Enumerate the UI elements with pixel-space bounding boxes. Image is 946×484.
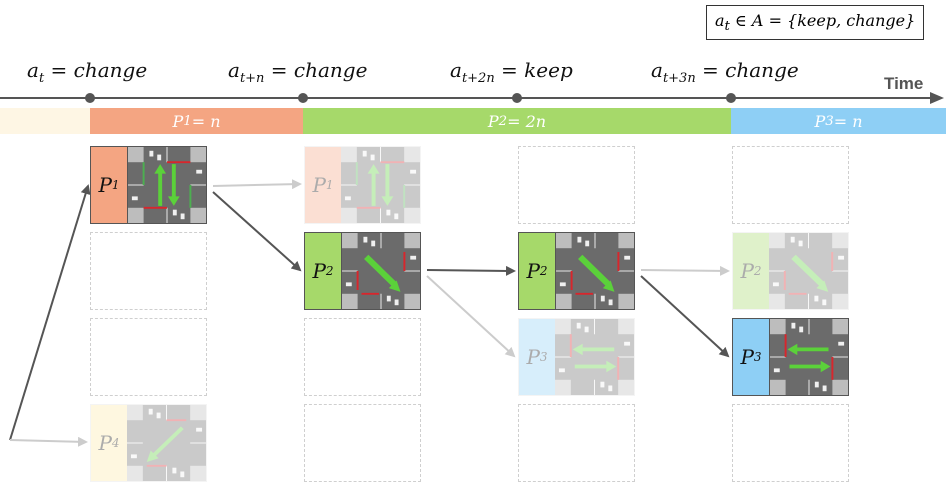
action-label-t: at = change [27, 58, 148, 86]
timeline-axis [0, 92, 944, 104]
empty-phase-slot [304, 404, 421, 482]
action-label-t-plus-2n: at+2n = keep [450, 58, 573, 86]
action-label-t-plus-n: at+n = change [228, 58, 368, 86]
arrow-p1-to-p2 [212, 191, 302, 272]
timeline-tick-t-plus-2n [512, 93, 522, 103]
empty-phase-slot [90, 318, 207, 396]
empty-phase-slot [732, 146, 849, 224]
timeline-tick-t [85, 93, 95, 103]
empty-phase-slot [90, 232, 207, 310]
timeline-tick-t-plus-n [298, 93, 308, 103]
arrow-p2-to-p2-next [640, 265, 730, 276]
empty-phase-slot [304, 318, 421, 396]
action-space-legend: at ∈ A = {keep, change} [706, 5, 925, 41]
arrow-start-to-p1 [9, 184, 91, 441]
arrow-p2-to-p3 [426, 275, 516, 358]
arrow-p2-to-p2 [426, 265, 516, 276]
arrow-p2-to-p3-next [640, 275, 730, 358]
time-axis-label: Time [884, 74, 924, 93]
legend-action-set: ∈ A = {keep, change} [729, 11, 916, 30]
arrow-p1-to-p1 [212, 179, 302, 190]
empty-phase-slot [518, 404, 635, 482]
legend-action-var: a [715, 11, 725, 30]
action-label-t-plus-3n: at+3n = change [651, 58, 799, 86]
empty-phase-slot [732, 404, 849, 482]
empty-phase-slot [518, 146, 635, 224]
arrow-start-to-p4 [9, 436, 88, 447]
legend-action-sub: t [724, 19, 730, 35]
phase-bar-previous [0, 108, 90, 134]
timeline-tick-t-plus-3n [726, 93, 736, 103]
